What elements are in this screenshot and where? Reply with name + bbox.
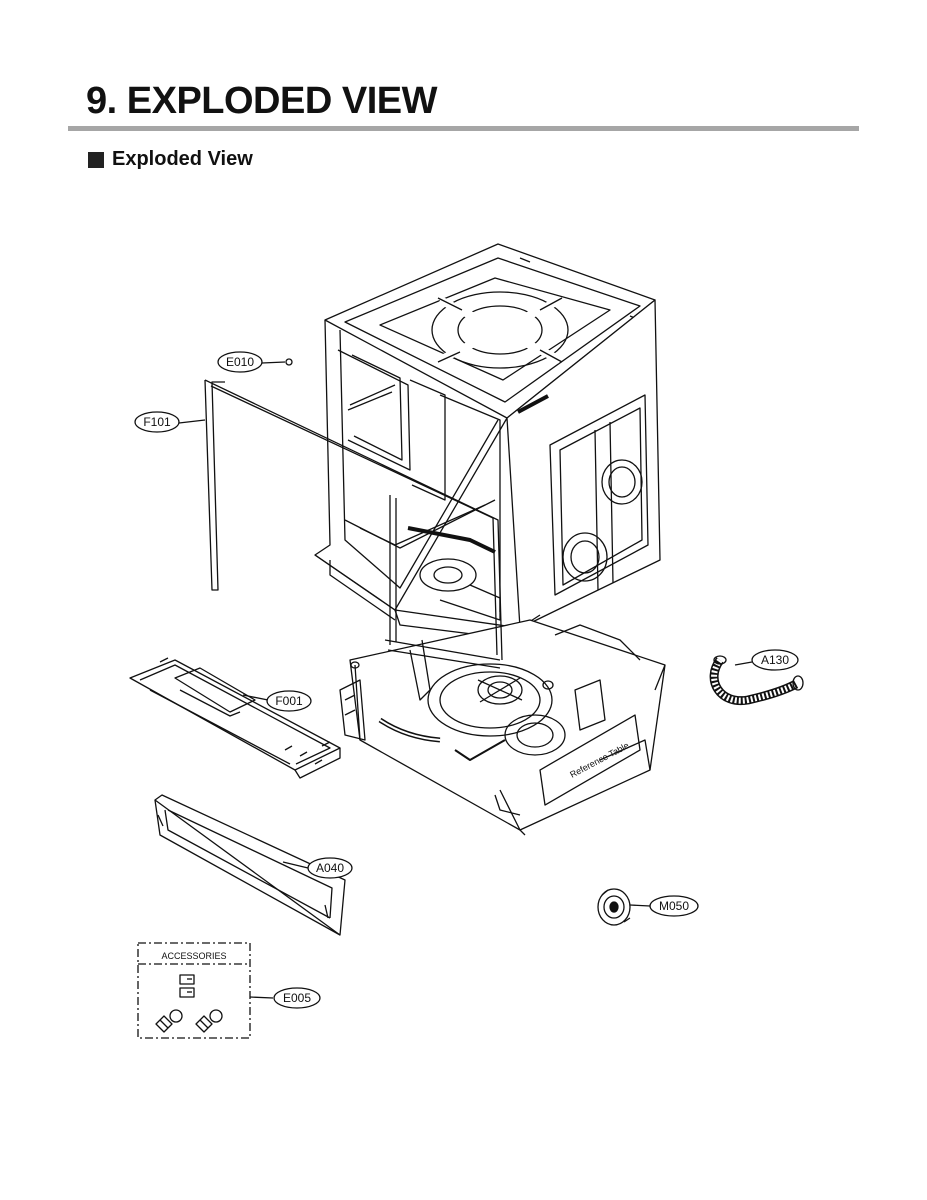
callout-f001-label: F001	[275, 694, 303, 708]
kick-plate-part	[154, 794, 346, 936]
callout-f101-label: F101	[143, 415, 171, 429]
door-gasket-part	[204, 379, 503, 669]
callout-e010-label: E010	[226, 355, 254, 369]
tub-assembly	[314, 243, 661, 641]
callout-f101: F101	[134, 411, 180, 433]
callout-m050: M050	[649, 895, 699, 917]
motor-part	[597, 888, 631, 926]
screw-part	[285, 358, 293, 366]
callout-a130-label: A130	[761, 653, 789, 667]
page-title: 9. EXPLODED VIEW	[86, 80, 437, 122]
callout-m050-label: M050	[659, 899, 689, 913]
drain-hose-part	[709, 655, 804, 706]
bracket-part	[129, 657, 341, 779]
square-bullet-icon	[88, 151, 104, 168]
callout-f001: F001	[266, 690, 312, 712]
section-heading-text: Exploded View	[112, 148, 253, 170]
accessories-box	[137, 942, 251, 1039]
leader-lines	[178, 361, 753, 999]
title-underline	[68, 126, 859, 131]
callout-e005-label: E005	[283, 991, 311, 1005]
callout-e010: E010	[217, 351, 263, 373]
callout-a040-label: A040	[316, 861, 344, 875]
callout-a040: A040	[307, 857, 353, 879]
callout-a130: A130	[751, 649, 799, 671]
accessories-label: ACCESSORIES	[161, 951, 226, 961]
base-assembly: Reference Table	[339, 619, 666, 836]
section-heading: Exploded View	[88, 148, 253, 171]
callout-e005: E005	[273, 987, 321, 1009]
